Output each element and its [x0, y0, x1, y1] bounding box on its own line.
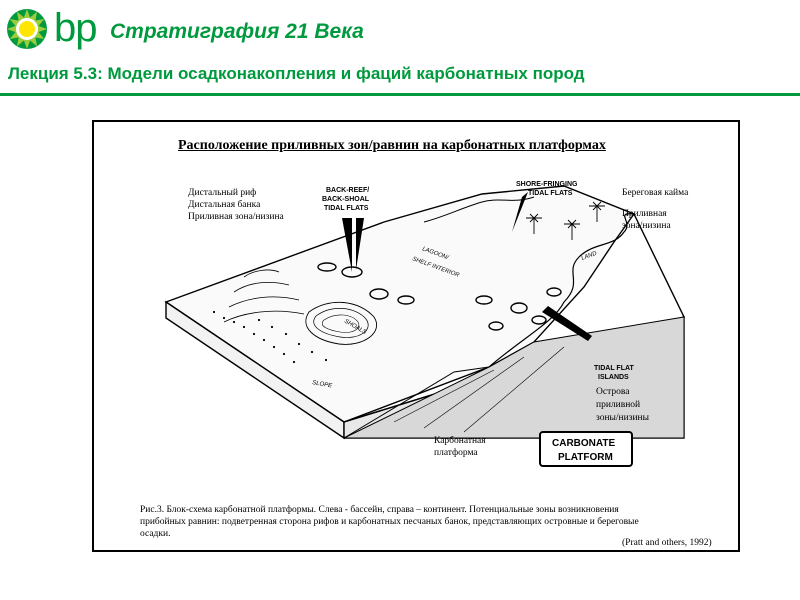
figure-credit: (Pratt and others, 1992) [622, 538, 712, 548]
figure-frame: Расположение приливных зон/равнин на кар… [92, 120, 740, 552]
label-back-reef-3: TIDAL FLATS [324, 205, 369, 212]
header-divider [0, 93, 800, 96]
label-slope: SLOPE [312, 380, 334, 390]
label-land: LAND [581, 251, 599, 262]
figure-title: Расположение приливных зон/равнин на кар… [178, 138, 606, 153]
label-shore-fringing-2: TIDAL FLATS [528, 190, 573, 197]
label-back-reef-2: BACK-SHOAL [322, 196, 370, 203]
label-tidal-flat-islands-1: TIDAL FLAT [594, 365, 635, 372]
label-shore-fringe: Береговая кайма [622, 188, 689, 198]
label-carbonate-2: PLATFORM [558, 452, 613, 463]
label-distal-reef: Дистальный риф [188, 188, 257, 198]
label-islands-2: приливной [596, 400, 641, 410]
label-shore-fringing-1: SHORE-FRINGING [516, 181, 578, 188]
label-carbonate-1: CARBONATE [552, 438, 615, 449]
label-islands-1: Острова [596, 387, 630, 397]
label-distal-bank: Дистальная банка [188, 200, 261, 210]
figure-caption: Рис.3. Блок-схема карбонатной платформы.… [140, 505, 639, 539]
label-tidal-flat-islands-2: ISLANDS [598, 374, 629, 381]
label-tidal-zone-lowland: Приливная зона/низина [188, 212, 284, 222]
label-back-reef-1: BACK-REEF/ [326, 187, 369, 194]
course-title: Стратиграфия 21 Века [110, 20, 364, 43]
lecture-title: Лекция 5.3: Модели осадконакопления и фа… [8, 64, 585, 83]
block-diagram: BACK-REEF/ BACK-SHOAL TIDAL FLATS SHORE-… [164, 181, 685, 467]
label-islands-3: зоны/низины [596, 413, 650, 423]
label-tidal-zone-right-2: зона/низина [622, 221, 671, 231]
label-tidal-zone-right-1: Приливная [622, 209, 667, 219]
label-carbonate-platform-2: платформа [434, 448, 478, 458]
label-carbonate-platform-1: Карбонатная [434, 436, 486, 446]
bp-helios-logo-icon [7, 9, 47, 49]
brand-wordmark: bp [54, 6, 97, 50]
